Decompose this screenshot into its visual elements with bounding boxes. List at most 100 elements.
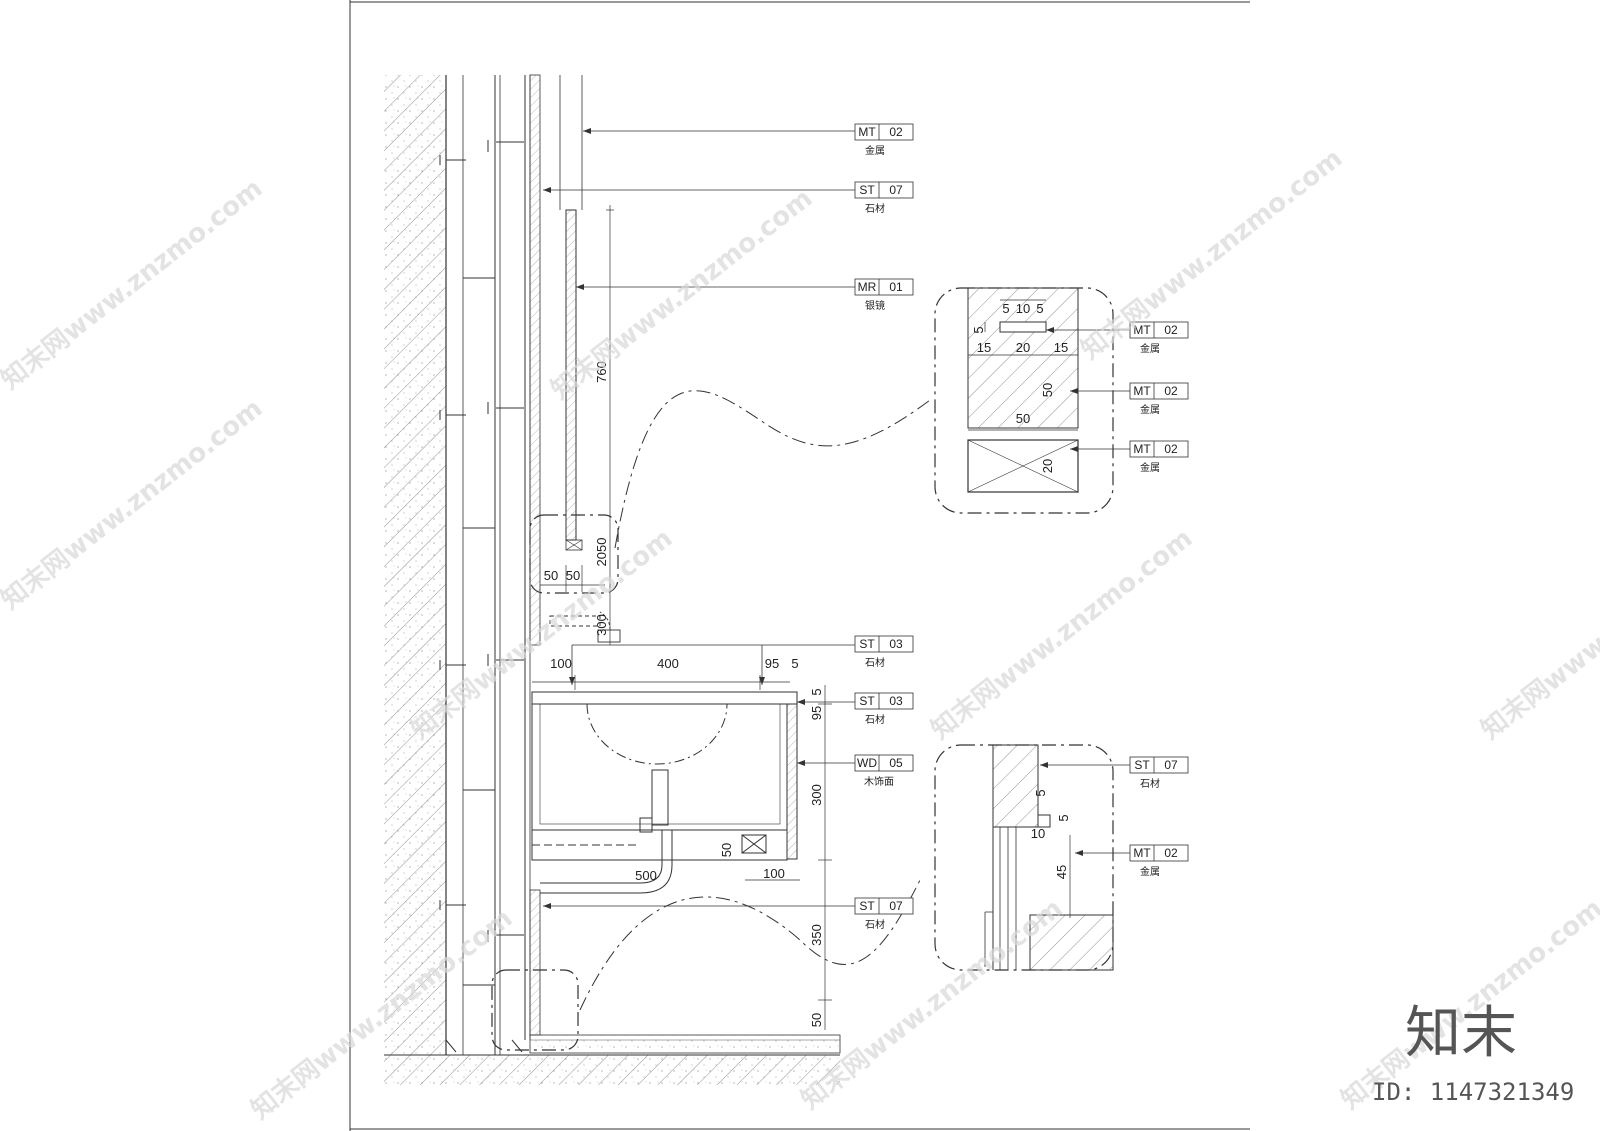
- mirror: [565, 209, 583, 551]
- tag-number: 03: [889, 637, 903, 651]
- tag-code: ST: [859, 637, 875, 651]
- d1-dim-5a: 5: [1002, 301, 1009, 316]
- tag-material-name: 金属: [1140, 461, 1160, 474]
- material-tag-9: MT 02 金属: [1129, 440, 1189, 474]
- material-tag-8: MT 02 金属: [1129, 382, 1189, 416]
- concrete-wall: [384, 75, 464, 1055]
- tag-code: MT: [1133, 442, 1151, 456]
- tag-code: MT: [1133, 846, 1151, 860]
- tag-number: 07: [1164, 758, 1178, 772]
- watermark-text: 知末网www.znzmo.com: [926, 523, 1198, 745]
- dimension-labels: 760 2050 50 50 300 100 400 95 5 5 95 300…: [544, 301, 1071, 1027]
- dim-drain-50: 50: [719, 843, 734, 857]
- dim-mirror-bottom: 2050: [594, 538, 609, 567]
- d1-dim-15a: 15: [977, 340, 991, 355]
- tag-number: 07: [889, 183, 903, 197]
- leader-lines: [543, 130, 1130, 907]
- tag-number: 02: [1164, 384, 1178, 398]
- tag-material-name: 金属: [1140, 403, 1160, 416]
- tag-number: 07: [889, 899, 903, 913]
- tag-material-name: 金属: [865, 144, 885, 157]
- tag-number: 01: [889, 280, 903, 294]
- dimension-lines: [532, 205, 832, 1030]
- tag-code: MT: [1133, 323, 1151, 337]
- dim-counter-edge: 95: [765, 656, 779, 671]
- dim-drain-100: 100: [763, 866, 785, 881]
- watermark-text: 知末网www.znzmo.com: [406, 523, 678, 745]
- sheet-border: [349, 0, 1250, 1131]
- tag-material-name: 银镜: [865, 299, 885, 312]
- tag-code: ST: [859, 899, 875, 913]
- material-tag-5: WD 05 木饰面: [854, 754, 914, 788]
- material-tag-4: ST 03 石材: [854, 692, 914, 726]
- watermark-text: 知末网www.znzmo.com: [796, 893, 1068, 1115]
- detail-2: [934, 744, 1114, 971]
- d1-dim-5b: 5: [1036, 301, 1043, 316]
- d1-dim-50v: 50: [1040, 383, 1055, 397]
- tag-code: MT: [1133, 384, 1151, 398]
- detail-1: [934, 287, 1114, 514]
- tag-code: ST: [859, 694, 875, 708]
- material-tag-2: MR 01 银镜: [854, 278, 914, 312]
- tag-number: 02: [1164, 846, 1178, 860]
- brand-logo-text: 知末: [1405, 1001, 1517, 1066]
- dim-leg-350: 350: [809, 924, 824, 946]
- tag-code: ST: [859, 183, 875, 197]
- watermark-text: 知末网www.znzmo.com: [0, 393, 268, 615]
- material-tag-6: ST 07 石材: [854, 897, 914, 931]
- material-tag-11: MT 02 金属: [1129, 844, 1189, 878]
- d1-dim-10: 10: [1016, 301, 1030, 316]
- watermarks: 知末网www.znzmo.com 知末网www.znzmo.com 知末网www…: [0, 143, 1600, 1125]
- tag-number: 03: [889, 694, 903, 708]
- tag-code: WD: [857, 756, 877, 770]
- tag-number: 02: [1164, 323, 1178, 337]
- watermark-text: 知末网www.znzmo.com: [546, 183, 818, 405]
- material-tag-0: MT 02 金属: [854, 123, 914, 157]
- tag-material-name: 石材: [1140, 777, 1160, 790]
- material-tag-7: MT 02 金属: [1129, 321, 1189, 355]
- dim-counter-left: 100: [550, 656, 572, 671]
- tag-material-name: 石材: [865, 656, 885, 669]
- d2-dim-10: 10: [1031, 826, 1045, 841]
- dim-mirror-w1: 50: [544, 568, 558, 583]
- dim-counter-gap: 5: [791, 656, 798, 671]
- tag-material-name: 石材: [865, 202, 885, 215]
- d2-dim-5b: 5: [1056, 814, 1071, 821]
- vanity-cabinet: [531, 691, 798, 894]
- material-tag-10: ST 07 石材: [1129, 756, 1189, 790]
- tag-material-name: 石材: [865, 918, 885, 931]
- leader-arrows: [543, 128, 1083, 909]
- detail-callouts: [491, 514, 619, 1051]
- tag-code: MT: [858, 125, 876, 139]
- dim-counter-bowl: 400: [657, 656, 679, 671]
- dim-cabinet-300: 300: [809, 784, 824, 806]
- material-tag-3: ST 03 石材: [854, 635, 914, 669]
- d1-dim-5v: 5: [971, 326, 986, 333]
- image-id: ID: 1147321349: [1372, 1078, 1574, 1106]
- tag-number: 02: [1164, 442, 1178, 456]
- tag-code: ST: [1134, 758, 1150, 772]
- watermark-text: 知末网www.znzmo.com: [1076, 143, 1348, 365]
- tag-number: 02: [889, 125, 903, 139]
- dim-faucet-offset: 300: [594, 614, 609, 636]
- tag-material-name: 木饰面: [864, 775, 894, 788]
- d2-dim-5a: 5: [1033, 789, 1048, 796]
- dim-mirror-height: 760: [594, 361, 609, 383]
- d1-dim-20: 20: [1016, 340, 1030, 355]
- dim-drain-500: 500: [635, 868, 657, 883]
- d1-dim-15b: 15: [1054, 340, 1068, 355]
- brackets: [439, 140, 524, 1053]
- dim-top-5: 5: [809, 688, 824, 695]
- material-tag-1: ST 07 石材: [854, 181, 914, 215]
- floor-slab: [384, 1034, 841, 1085]
- tag-code: MR: [858, 280, 877, 294]
- watermark-text: 知末网www.znzmo.com: [0, 173, 268, 395]
- dim-mirror-w2: 50: [566, 568, 580, 583]
- watermark-text: 知末网www.znzmo.com: [1476, 523, 1600, 745]
- dim-top-95: 95: [809, 706, 824, 720]
- break-lines: [579, 390, 931, 1011]
- tag-material-name: 石材: [865, 713, 885, 726]
- d1-dim-20v: 20: [1040, 459, 1055, 473]
- brand-logo: 知末 ID: 1147321349: [1372, 1001, 1574, 1106]
